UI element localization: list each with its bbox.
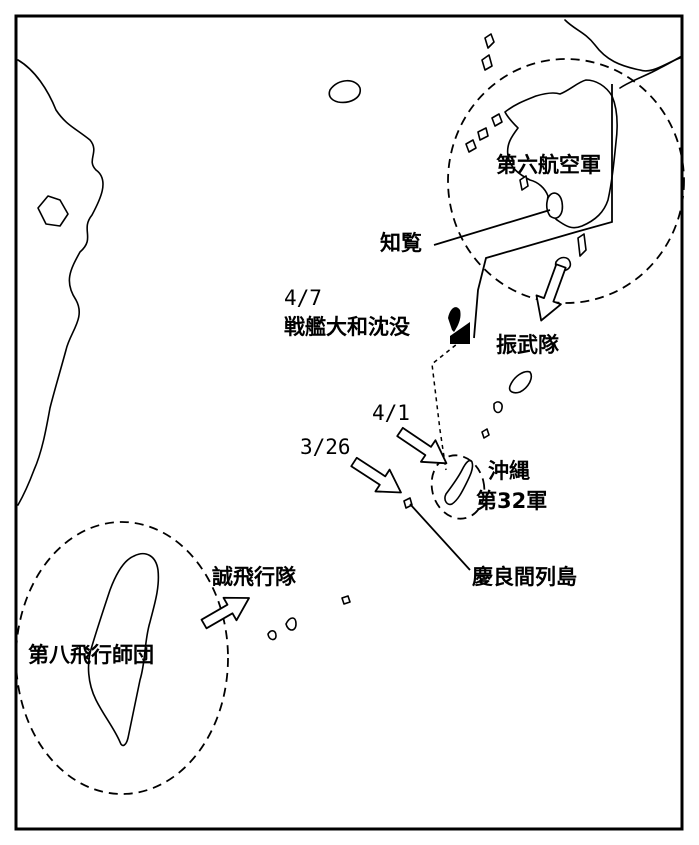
kyushu-island [504, 79, 618, 229]
label-sixth-air-army: 第六航空軍 [496, 153, 601, 177]
kerama-arrow-icon [350, 456, 402, 494]
taiwan-island [87, 552, 160, 747]
shinbu-arrow-icon [535, 263, 567, 322]
tokunoshima [493, 401, 503, 414]
yaeyama-island-b [267, 630, 277, 641]
label-eighth-air-division: 第八飛行師団 [28, 643, 154, 667]
mainland-island-small [37, 195, 69, 227]
goto-island-a [477, 127, 489, 141]
makoto-arrow-icon [200, 596, 250, 630]
amami-island [508, 370, 533, 394]
label-kerama-islands: 慶良間列島 [472, 565, 577, 589]
label-yamato-sunk: 戦艦大和沈没 [284, 315, 411, 339]
label-date-yamato: 4/7 [284, 286, 322, 310]
miyako-island [341, 595, 351, 605]
yaeyama-island-a [285, 617, 297, 631]
kerama-leader [409, 503, 471, 571]
island-jeju [328, 79, 361, 104]
label-okinawa: 沖縄 [488, 459, 530, 483]
label-army-32: 第32軍 [476, 489, 547, 513]
kyushu-bay [545, 192, 564, 219]
shikoku-coastline [619, 55, 683, 89]
okinoerabu [481, 428, 490, 439]
koshiki-island [519, 175, 529, 191]
yamato-planned-route [431, 339, 463, 471]
mainland-coastline [17, 59, 104, 506]
island-tsushima-a [484, 33, 495, 49]
sixth-air-army-zone [447, 58, 685, 304]
label-makoto-unit: 誠飛行隊 [212, 565, 297, 589]
label-date-kerama: 3/26 [300, 435, 351, 459]
island-tsushima-b [481, 54, 493, 71]
ship-icon [448, 307, 470, 344]
okinawa-arrow-icon [396, 426, 448, 465]
label-shinbu-unit: 振武隊 [496, 333, 560, 357]
goto-island-c [491, 113, 503, 127]
label-chiran: 知覧 [380, 231, 422, 255]
label-date-okinawa: 4/1 [372, 401, 410, 425]
okinawa-zone [430, 454, 486, 520]
okinawa-island [444, 459, 474, 506]
honshu-coastline [564, 19, 681, 72]
eighth-air-division-zone [15, 521, 229, 795]
chiran-leader [433, 209, 551, 246]
goto-island-b [465, 139, 477, 153]
tanegashima [577, 233, 587, 257]
yamato-route [473, 84, 613, 339]
